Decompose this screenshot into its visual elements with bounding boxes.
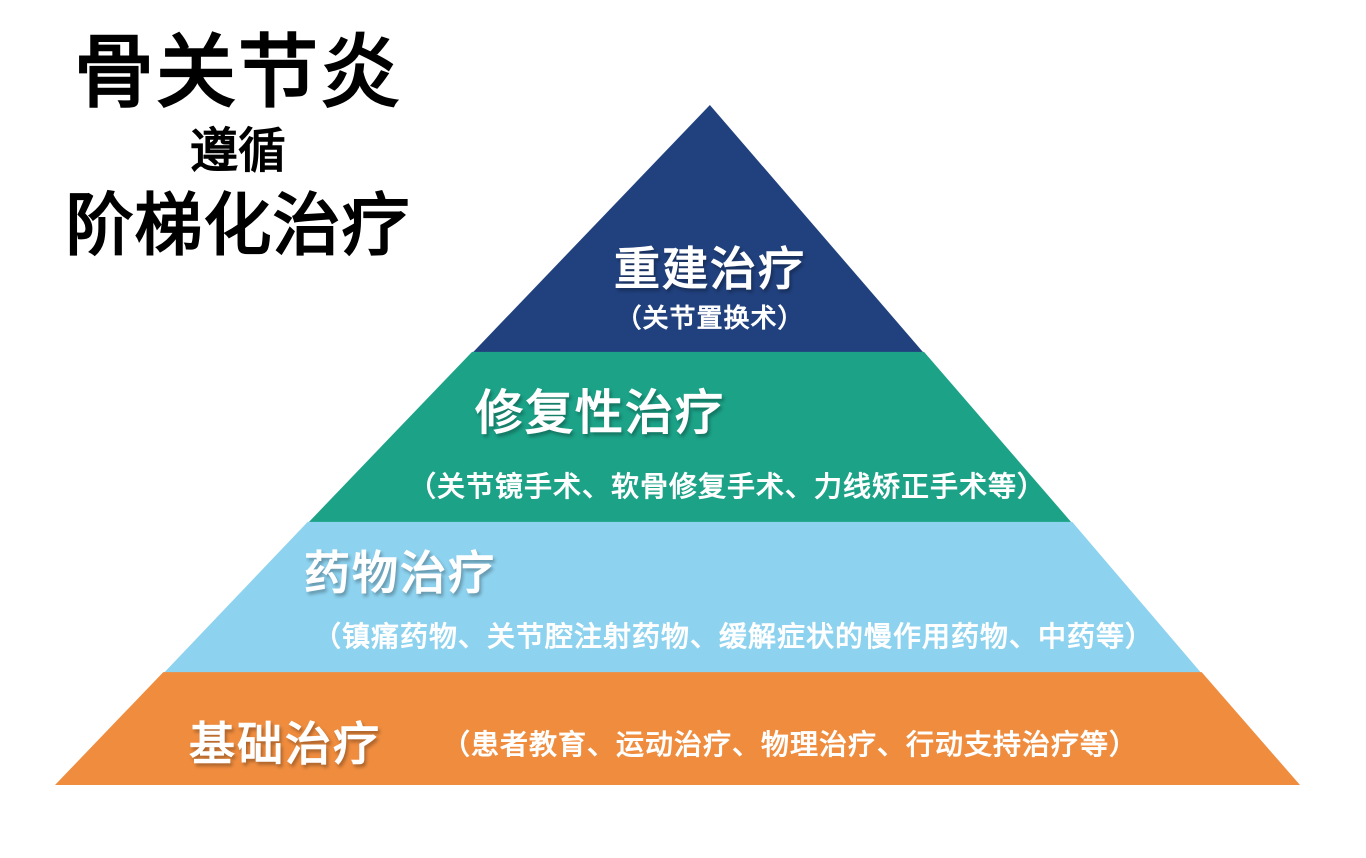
tier-medication-title: 药物治疗 bbox=[304, 547, 496, 599]
tier-basic-subtitle: （患者教育、运动治疗、物理治疗、行动支持治疗等） bbox=[441, 730, 1138, 761]
tier-reconstruction-subtitle: （关节置换术） bbox=[615, 304, 805, 333]
heading-line-stepped-treatment: 阶梯化治疗 bbox=[65, 187, 411, 264]
tier-medication-shape bbox=[163, 521, 1202, 674]
tier-medication-subtitle: （镇痛药物、关节腔注射药物、缓解症状的慢作用药物、中药等） bbox=[313, 622, 1155, 653]
tier-reconstruction-title: 重建治疗 bbox=[614, 243, 806, 295]
heading-line-osteoarthritis: 骨关节炎 bbox=[74, 30, 402, 118]
tier-restorative-subtitle: （关节镜手术、软骨修复手术、力线矫正手术等） bbox=[407, 472, 1046, 503]
tier-basic-title: 基础治疗 bbox=[189, 718, 381, 770]
treatment-pyramid: 重建治疗 （关节置换术） 修复性治疗 （关节镜手术、软骨修复手术、力线矫正手术等… bbox=[55, 105, 1300, 785]
tier-basic-shape bbox=[55, 672, 1300, 785]
tier-restorative-title: 修复性治疗 bbox=[474, 387, 725, 440]
heading-line-follows: 遵循 bbox=[189, 125, 286, 178]
diagram-heading: 骨关节炎 遵循 阶梯化治疗 bbox=[18, 30, 458, 264]
